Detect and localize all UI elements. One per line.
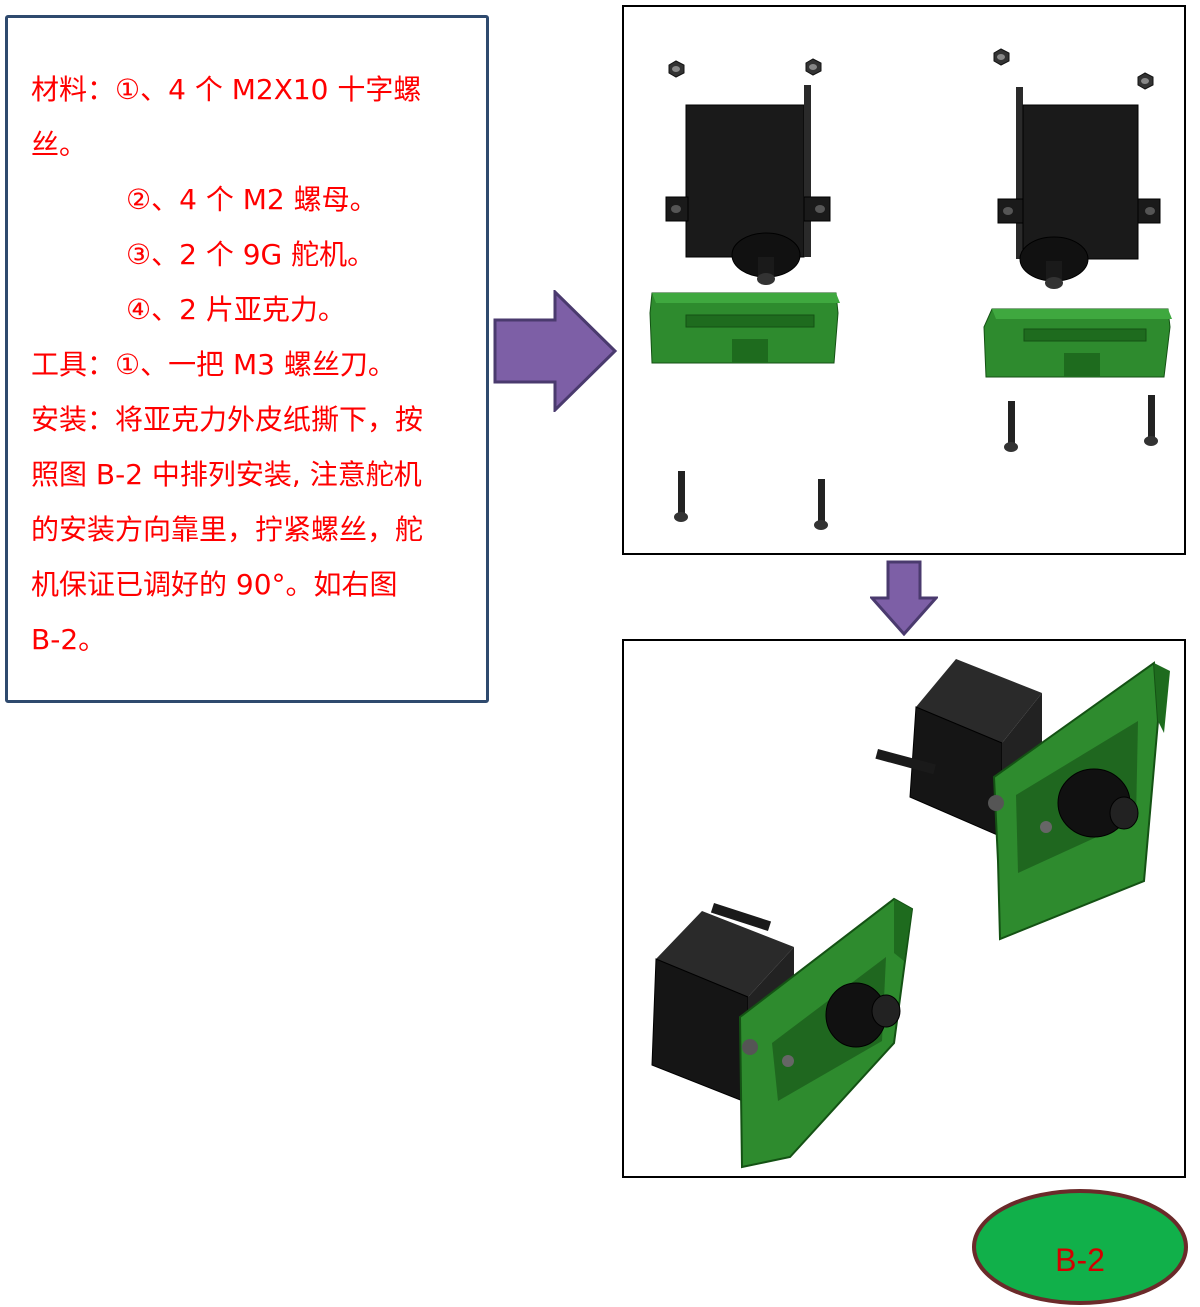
down-arrow-icon [870, 560, 938, 636]
instruction-line: ③、2 个 9G 舵机。 [126, 238, 376, 271]
assembled-servo-icon [651, 897, 914, 1169]
nut-icon [668, 60, 685, 78]
instruction-line: 丝。 [31, 128, 88, 161]
nut-icon [1137, 72, 1154, 90]
screw-icon [1004, 401, 1018, 452]
instruction-line: B-2。 [31, 623, 107, 656]
instruction-line: ②、4 个 M2 螺母。 [126, 183, 378, 216]
acrylic-plate-icon [649, 292, 840, 364]
assembled-view-panel [622, 639, 1186, 1178]
instruction-box: 材料：①、4 个 M2X10 十字螺 丝。 ②、4 个 M2 螺母。 ③、2 个… [5, 15, 489, 703]
servo-icon [665, 85, 831, 285]
left-parts-set [649, 58, 840, 530]
right-arrow-icon [493, 290, 618, 412]
assembled-servo-icon [875, 659, 1170, 941]
screw-icon [814, 479, 828, 530]
figure-label-badge: B-2 [971, 1188, 1189, 1306]
screw-icon [674, 471, 688, 522]
right-parts-set [983, 48, 1172, 452]
instruction-line: 安装：将亚克力外皮纸撕下，按 [31, 403, 424, 436]
acrylic-plate-icon [983, 308, 1172, 378]
instruction-line: 的安装方向靠里，拧紧螺丝，舵 [31, 513, 424, 546]
nut-icon [805, 58, 822, 76]
nut-icon [993, 48, 1010, 66]
instruction-line: 照图 B-2 中排列安装, 注意舵机 [31, 458, 422, 491]
servo-icon [997, 87, 1161, 289]
figure-label: B-2 [1055, 1241, 1105, 1278]
instruction-line: 材料：①、4 个 M2X10 十字螺 [31, 73, 422, 106]
instruction-line: 机保证已调好的 90°。如右图 [31, 568, 398, 601]
exploded-view-panel [622, 5, 1186, 555]
exploded-view-illustration [649, 48, 1172, 530]
badge-ellipse [972, 1189, 1188, 1305]
screw-icon [1144, 395, 1158, 446]
assembled-view-illustration [651, 659, 1170, 1169]
instruction-line: ④、2 片亚克力。 [126, 293, 346, 326]
instruction-line: 工具：①、一把 M3 螺丝刀。 [31, 348, 396, 381]
